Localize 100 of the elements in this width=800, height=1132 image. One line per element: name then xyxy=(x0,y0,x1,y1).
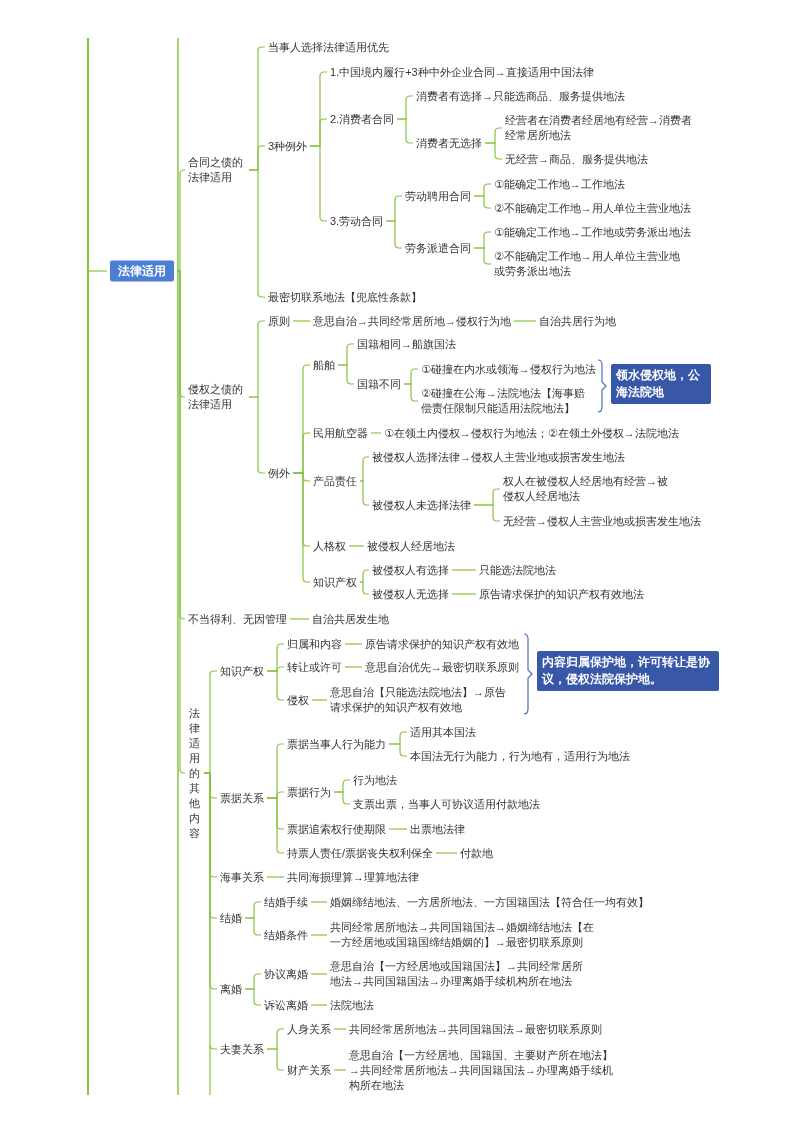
branch-label: 归属和内容 xyxy=(287,636,342,652)
branch-label: 被侵权人无选择 xyxy=(372,586,449,602)
connector-line xyxy=(87,270,108,272)
branch-label: 消费者无选择 xyxy=(416,135,482,151)
connector-line xyxy=(344,643,363,645)
connector-line xyxy=(248,169,266,298)
branch-label: 劳动聘用合同 xyxy=(405,188,471,204)
branch-label: 法院地法 xyxy=(330,997,374,1013)
branch-label: 付款地 xyxy=(460,845,493,861)
connector-line xyxy=(333,1028,347,1030)
branch-label: 意思自治→共同经常居所地→侵权行为地 xyxy=(313,313,511,329)
connector-line xyxy=(359,456,370,482)
branch-label: 消费者有选择→只能选商品、服务提供地法 xyxy=(416,88,625,104)
connector-line xyxy=(266,797,285,854)
connector-line xyxy=(388,828,408,830)
branch-label: 结婚 xyxy=(220,910,242,926)
branch-label: 诉讼离婚 xyxy=(264,997,308,1013)
connector-line xyxy=(310,901,328,903)
connector-line xyxy=(403,383,419,402)
branch-label: 经营者在消费者经居地有经营→消费者经常居所地法 xyxy=(505,113,697,143)
branch-label: 票据行为 xyxy=(287,784,331,800)
branch-label: ②不能确定工作地→用人单位主营业地或劳务派出地法 xyxy=(494,249,686,279)
connector-line xyxy=(176,169,186,272)
branch-label: 合同之债的法律适用 xyxy=(188,155,246,185)
connector-line xyxy=(359,480,370,506)
connector-line xyxy=(435,852,458,854)
branch-label: ②碰撞在公海→法院地法【海事赔偿责任限制只能适用法院地法】 xyxy=(421,386,591,416)
branch-label: 民用航空器 xyxy=(313,425,368,441)
branch-label: 本国法无行为能力，行为地有，适用行为地法 xyxy=(410,748,630,764)
branch-label: 劳务派遣合同 xyxy=(405,240,471,256)
branch-label: 夫妻关系 xyxy=(220,1041,264,1057)
connector-line xyxy=(203,772,218,1050)
branch-label: 自治共居行为地 xyxy=(539,313,616,329)
branch-label: 3种例外 xyxy=(268,138,308,154)
note-box: 内容归属保护地，许可转让是协议，侵权法院保护地。 xyxy=(537,651,719,691)
branch-label: 出票地法律 xyxy=(410,821,465,837)
branch-label: 意思自治【一方经居地或国籍国法】→共同经常居所地法→共同国籍国法→办理离婚手续机构所在地法 xyxy=(330,959,588,989)
connector-line xyxy=(244,917,262,936)
branch-label: 权人在被侵权人经居地有经营→被侵权人经居地法 xyxy=(503,474,673,504)
connector-line xyxy=(388,743,408,757)
branch-label: 婚姻缔结地法、一方居所地法、一方国籍国法【符合任一均有效】 xyxy=(330,894,649,910)
branch-label: 适用其本国法 xyxy=(410,724,476,740)
branch-label: 被侵权人未选择法律 xyxy=(372,497,471,513)
branch-label: 票据追索权行使期限 xyxy=(287,821,386,837)
branch-label: 产品责任 xyxy=(313,473,357,489)
branch-label: 行为地法 xyxy=(353,772,397,788)
connector-line xyxy=(348,545,365,547)
connector-line xyxy=(344,666,363,668)
branch-label: 原告请求保护的知识产权有效地法 xyxy=(479,586,644,602)
branch-label: 持票人责任/票据丧失权利保全 xyxy=(287,845,434,861)
branch-label: 知识产权 xyxy=(220,663,264,679)
note-box: 领水侵权地，公海法院地 xyxy=(611,364,711,404)
branch-label: 共同经常居所地法→共同国籍国法→婚姻缔结地法【在一方经居地或国籍国缔结婚姻的】→最密切联系原则 xyxy=(330,920,598,950)
branch-label: 人格权 xyxy=(313,538,346,554)
branch-label: 当事人选择法律适用优先 xyxy=(268,39,389,55)
branch-label: 被侵权人经居地法 xyxy=(367,538,455,554)
branch-label: 自治共居发生地 xyxy=(312,611,389,627)
branch-label: 意思自治【一方经居地、国籍国、主要财产所在地法】→共同经常居所地法→共同国籍国法→办理离婚手续机构所在地法 xyxy=(349,1047,617,1093)
connector-line xyxy=(484,142,503,160)
connector-line xyxy=(244,988,262,1006)
root-topic: 法律适用 xyxy=(110,260,174,282)
connector-line xyxy=(359,581,370,595)
connector-line xyxy=(289,618,310,620)
connector-line xyxy=(310,1004,328,1006)
branch-label: 离婚 xyxy=(220,981,242,997)
branch-label: 只能选法院地法 xyxy=(479,562,556,578)
connector-line xyxy=(310,934,328,936)
branch-label: 意思自治优先→最密切联系原则 xyxy=(365,659,519,675)
connector-line xyxy=(176,270,186,774)
branch-label: 财产关系 xyxy=(287,1062,331,1078)
connector-line xyxy=(473,247,492,265)
branch-label: 不当得利、无因管理 xyxy=(188,611,287,627)
branch-label: 结婚手续 xyxy=(264,894,308,910)
branch-label: 意思自治【只能选法院地法】→原告请求保护的知识产权有效地 xyxy=(330,685,510,715)
connector-line xyxy=(451,593,477,595)
branch-label: 1.中国境内履行+3种中外企业合同→直接适用中国法律 xyxy=(330,64,594,80)
branch-label: ①在领土内侵权→侵权行为地法；②在领土外侵权→法院地法 xyxy=(384,425,679,441)
branch-label: 最密切联系地法【兜底性条款】 xyxy=(268,289,422,305)
branch-label: ①能确定工作地→工作地或劳务派出地法 xyxy=(494,224,691,240)
branch-label: ②不能确定工作地→用人单位主营业地法 xyxy=(494,200,691,216)
branch-label: 无经营→商品、服务提供地法 xyxy=(505,151,648,167)
branch-label: 侵权之债的法律适用 xyxy=(188,382,246,412)
branch-label: 国籍不同 xyxy=(357,376,401,392)
branch-label: ①能确定工作地→工作地法 xyxy=(494,176,625,192)
branch-label: 海事关系 xyxy=(220,869,264,885)
connector-line xyxy=(370,432,382,434)
branch-label: 船舶 xyxy=(313,357,335,373)
connector-line xyxy=(473,195,492,209)
branch-label: 侵权 xyxy=(287,692,309,708)
connector-line xyxy=(310,973,328,975)
connector-line xyxy=(266,1048,285,1071)
branch-label: 票据关系 xyxy=(220,790,264,806)
branch-label: 2.消费者合同 xyxy=(330,111,395,127)
connector-line xyxy=(451,569,477,571)
branch-label: 共同经常居所地法→共同国籍国法→最密切联系原则 xyxy=(349,1021,602,1037)
branch-label: 原则 xyxy=(268,313,290,329)
connector-line xyxy=(266,876,285,878)
branch-label: 法律适用的其他内容 xyxy=(188,705,201,841)
branch-label: ①碰撞在内水或领海→侵权行为地法 xyxy=(421,361,596,377)
branch-label: 原告请求保护的知识产权有效地 xyxy=(365,636,519,652)
